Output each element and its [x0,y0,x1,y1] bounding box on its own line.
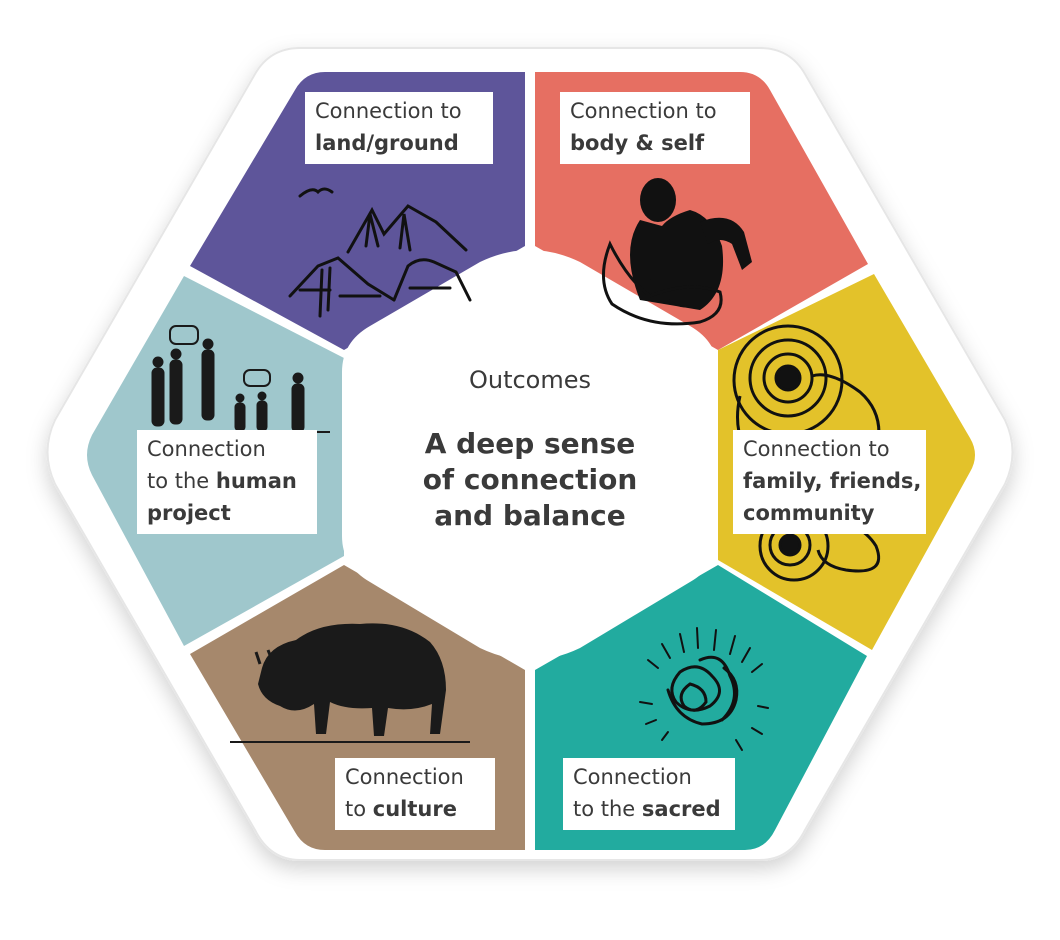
label-emphasis: project [147,501,231,525]
center-title-line: A deep sense [424,427,636,460]
label-line: family, friends, [743,465,921,497]
center-hexagon [342,250,718,660]
label-line: Connection to [743,433,916,465]
label-line: to the sacred [573,793,725,825]
label-line: Connection to [315,95,483,127]
label-emphasis: body & self [570,131,705,155]
label-line: to culture [345,793,485,825]
center-title-line: and balance [434,499,626,532]
label-line: Connection [147,433,307,465]
label-text: to [345,797,373,821]
label-emphasis: land/ground [315,131,459,155]
scribble-radiating-icon [639,627,769,751]
label-family-friends-community: Connection to family, friends, community [733,430,926,534]
label-text: Connection to [315,99,462,123]
label-emphasis: sacred [641,797,721,821]
label-emphasis: community [743,501,875,525]
label-line: body & self [570,127,740,159]
label-text: Connection [147,437,266,461]
mountains-bird-icon [288,187,472,318]
label-line: Connection to [570,95,740,127]
label-emphasis: family, friends, [743,469,922,493]
label-line: to the human [147,465,307,497]
center-title: A deep sense of connection and balance [380,426,680,534]
label-body-self: Connection to body & self [560,92,750,164]
seated-figure-icon [601,178,752,326]
label-line: Connection [345,761,485,793]
bison-icon [230,623,470,743]
label-land-ground: Connection to land/ground [305,92,493,164]
label-text: Connection to [743,437,890,461]
label-culture: Connection to culture [335,758,495,830]
label-line: community [743,497,916,529]
label-line: Connection [573,761,725,793]
outcomes-heading: Outcomes [468,366,592,394]
label-text: to the [147,469,216,493]
label-emphasis: culture [372,797,457,821]
label-emphasis: human [215,469,297,493]
label-text: Connection to [570,99,717,123]
label-line: project [147,497,307,529]
label-line: land/ground [315,127,483,159]
label-text: Connection [345,765,464,789]
label-text: to the [573,797,642,821]
label-text: Connection [573,765,692,789]
label-sacred: Connection to the sacred [563,758,735,830]
label-human-project: Connection to the human project [137,430,317,534]
center-title-line: of connection [422,463,638,496]
